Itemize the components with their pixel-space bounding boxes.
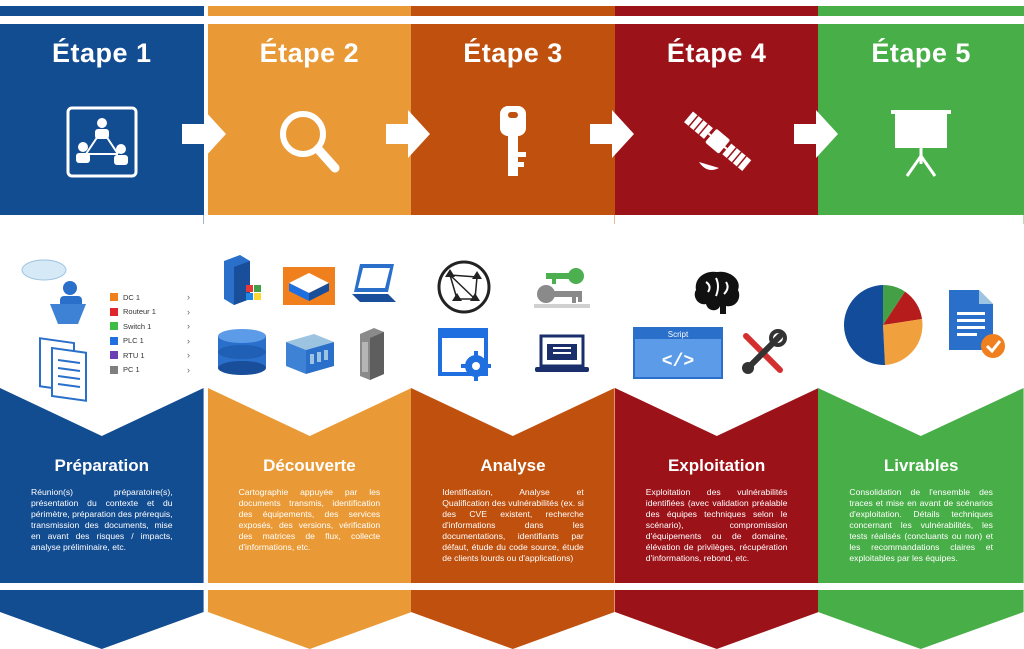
stage-4-description: Exploitation des vulnérabilités identifi… [645, 487, 788, 563]
stage-5-description: Consolidation de l'ensemble des traces e… [849, 487, 993, 563]
stage-4-header-panel: Étape 4 [614, 24, 819, 224]
stage-1-top-bar [0, 6, 204, 16]
stage-1-bottom-bar [0, 590, 204, 649]
chevron-right-icon: › [187, 292, 190, 303]
chevron-right-icon: › [187, 306, 190, 317]
database-icon [216, 328, 268, 376]
legend-item[interactable]: Switch 1 › [110, 319, 190, 334]
stage-5-bottom-bar [818, 590, 1024, 649]
stage-2-description: Cartographie appuyée par les documents t… [238, 487, 381, 552]
stage-1-description: Réunion(s) préparatoire(s), présentation… [31, 487, 173, 552]
chevron-right-icon: › [187, 350, 190, 361]
chevron-right-icon: › [187, 321, 190, 332]
router-icon [281, 263, 337, 309]
stage-4-bottom-bar [614, 590, 819, 649]
stage-5-header-panel: Étape 5 [818, 24, 1024, 224]
arrow-right-icon [386, 110, 430, 158]
presentation-board-icon [881, 102, 961, 182]
stage-3-lower-panel: Analyse Identification, Analyse et Quali… [411, 388, 615, 583]
satellite-icon [677, 102, 757, 182]
pie-chart-icon [841, 283, 925, 367]
legend-label: Routeur 1 [123, 307, 156, 317]
meeting-person-icon [20, 258, 90, 326]
laptop-browser-icon [533, 334, 591, 374]
legend-swatch [110, 365, 118, 374]
stage-2-header: Étape 2 [259, 38, 360, 68]
legend-item[interactable]: PC 1 › [110, 363, 190, 378]
stage-3-bottom-bar [411, 590, 615, 649]
legend-label: PLC 1 [123, 336, 144, 346]
legend-swatch [110, 322, 118, 331]
arrow-right-icon [794, 110, 838, 158]
settings-window-icon [438, 328, 494, 382]
stage-5-lower-panel: Livrables Consolidation de l'ensemble de… [818, 388, 1024, 583]
stage-2-title: Découverte [263, 456, 356, 475]
legend-swatch [110, 336, 118, 345]
chevron-right-icon: › [187, 335, 190, 346]
stage-4-lower-panel: Exploitation Exploitation des vulnérabil… [614, 388, 819, 583]
report-check-icon [945, 288, 1007, 360]
stage-1-lower-panel: Préparation Réunion(s) préparatoire(s), … [0, 388, 204, 583]
chevron-right-icon: › [187, 364, 190, 375]
legend-label: PC 1 [123, 365, 140, 375]
stage-5-title: Livrables [883, 456, 959, 475]
arrow-right-icon [590, 110, 634, 158]
stage-2-top-bar [207, 6, 412, 16]
stage-2-bottom-bar [207, 590, 412, 649]
vulnerability-network-icon [435, 259, 493, 315]
stage-5-header: Étape 5 [871, 38, 971, 68]
plc-device-icon [356, 326, 388, 380]
server-windows-icon [218, 253, 264, 305]
stage-4-top-bar [614, 6, 819, 16]
brain-icon [690, 268, 744, 316]
legend-item[interactable]: DC 1 › [110, 290, 190, 305]
script-label: Script [668, 330, 689, 339]
legend-label: Switch 1 [123, 321, 152, 331]
switch-icon [284, 332, 336, 376]
stage-3-header: Étape 3 [463, 38, 563, 68]
legend-swatch [110, 293, 118, 302]
keys-icon [532, 266, 592, 310]
stage-1-title: Préparation [54, 456, 150, 475]
script-window-icon: Script </> [633, 327, 723, 379]
legend-label: RTU 1 [123, 350, 145, 360]
stage-3-description: Identification, Analyse et Qualification… [442, 487, 584, 563]
legend-item[interactable]: RTU 1 › [110, 348, 190, 363]
stage-3-title: Analyse [480, 456, 546, 475]
network-users-icon [62, 102, 142, 182]
magnifier-icon [269, 102, 349, 182]
stage-3-top-bar [411, 6, 615, 16]
documents-icon [38, 336, 90, 402]
stage-4-header: Étape 4 [666, 38, 767, 68]
stage-3-column: Étape 3 Analyse Identification, Analyse … [411, 0, 615, 649]
stage-3-illustration-zone [411, 215, 615, 435]
legend-swatch [110, 307, 118, 316]
stage-1-header: Étape 1 [52, 38, 152, 68]
laptop-icon [350, 260, 398, 308]
code-symbol: </> [662, 352, 694, 372]
legend-label: DC 1 [123, 292, 141, 302]
arrow-right-icon [182, 110, 226, 158]
stage-1-header-panel: Étape 1 [0, 24, 204, 224]
legend-swatch [110, 351, 118, 360]
key-icon [473, 102, 553, 182]
stage-4-title: Exploitation [667, 456, 766, 475]
tools-icon [738, 328, 788, 378]
stage-4-illustration-zone [614, 215, 819, 435]
stage-5-top-bar [818, 6, 1024, 16]
device-legend: DC 1 › Routeur 1 › Switch 1 › PLC 1 › RT… [110, 290, 190, 377]
stage-3-header-panel: Étape 3 [411, 24, 615, 224]
legend-item[interactable]: PLC 1 › [110, 334, 190, 349]
stage-4-column: Étape 4 Explo [614, 0, 819, 649]
legend-item[interactable]: Routeur 1 › [110, 305, 190, 320]
stage-2-column: Étape 2 Découverte Cartographie appuyée … [207, 0, 412, 649]
stage-2-header-panel: Étape 2 [207, 24, 412, 224]
stage-2-lower-panel: Découverte Cartographie appuyée par les … [207, 388, 412, 583]
